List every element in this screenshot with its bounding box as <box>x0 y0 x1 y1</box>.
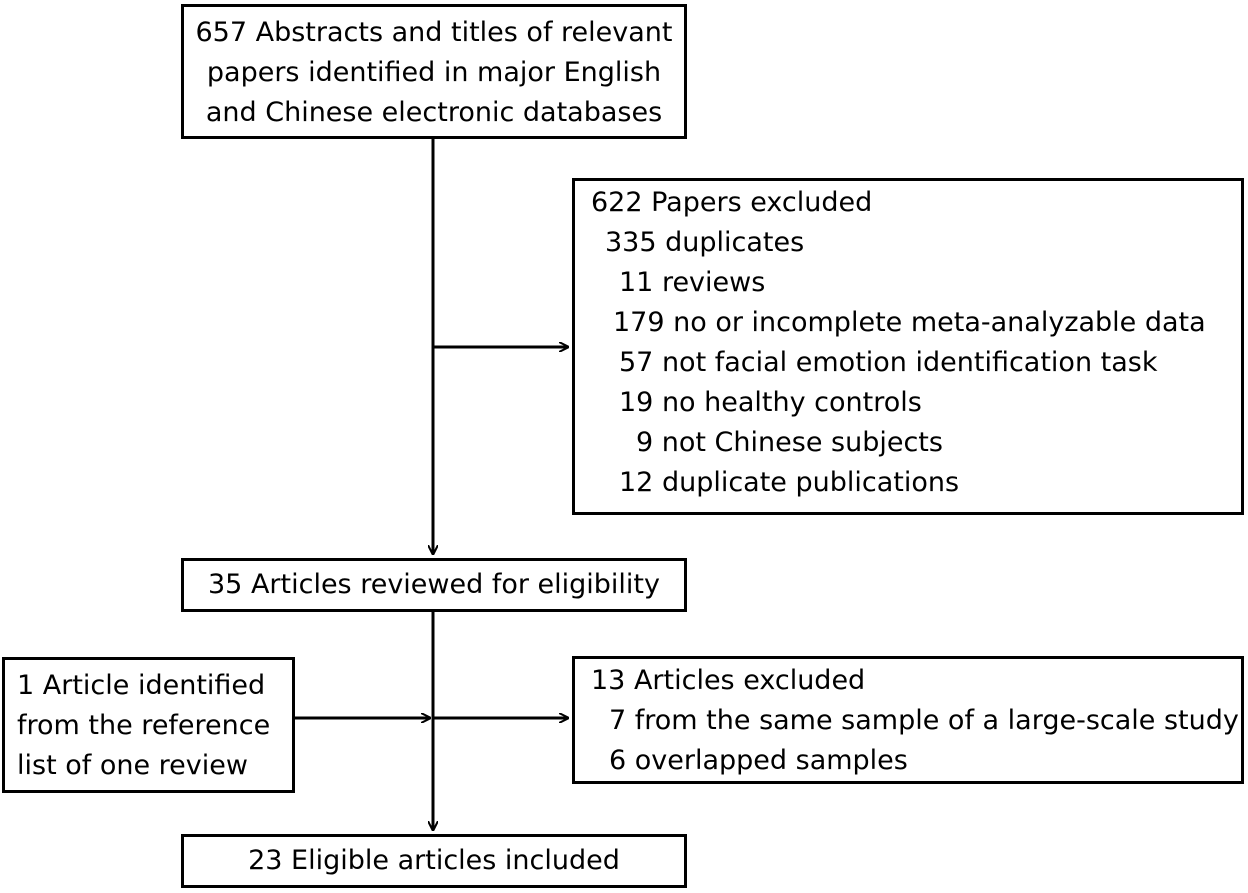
included-text: 23 Eligible articles included <box>248 845 620 876</box>
exclusion-item: 19 no healthy controls <box>619 387 922 418</box>
exclusion-item: 179 no or incomplete meta-analyzable dat… <box>613 307 1206 338</box>
excluded-papers-header: 622 Papers excluded <box>591 187 873 218</box>
reviewed-box: 35 Articles reviewed for eligibility <box>181 558 687 612</box>
reference-box: 1 Article identified from the reference … <box>2 657 295 793</box>
excluded-papers-box: 622 Papers excluded 335 duplicates 11 re… <box>572 178 1244 515</box>
exclusion-item: 6 overlapped samples <box>609 745 908 776</box>
exclusion-item: 335 duplicates <box>605 227 805 258</box>
exclusion-item: 12 duplicate publications <box>619 467 960 498</box>
excluded-articles-header: 13 Articles excluded <box>591 665 866 696</box>
reference-line: 1 Article identified <box>17 670 266 701</box>
excluded-articles-box: 13 Articles excluded 7 from the same sam… <box>572 656 1244 784</box>
exclusion-item: 9 not Chinese subjects <box>636 427 943 458</box>
identified-line: and Chinese electronic databases <box>205 96 663 128</box>
reference-line: list of one review <box>17 750 248 781</box>
exclusion-item: 57 not facial emotion identification tas… <box>619 347 1158 378</box>
reviewed-text: 35 Articles reviewed for eligibility <box>208 569 660 600</box>
identified-box: 657 Abstracts and titles of relevant pap… <box>181 4 687 139</box>
identified-line: papers identified in major English <box>206 56 662 88</box>
exclusion-item: 7 from the same sample of a large-scale … <box>609 705 1239 736</box>
exclusion-item: 11 reviews <box>619 267 766 298</box>
reference-line: from the reference <box>17 710 271 741</box>
included-box: 23 Eligible articles included <box>181 834 687 888</box>
identified-line: 657 Abstracts and titles of relevant <box>195 16 673 48</box>
